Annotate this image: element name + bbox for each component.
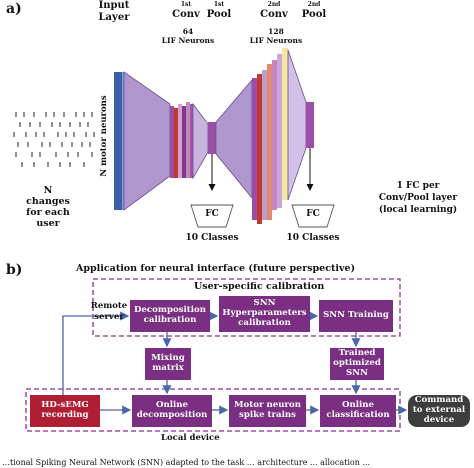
calibration-group [92, 278, 401, 337]
pool2-map [306, 102, 314, 148]
hd-semg-box: HD-sEMG recording [30, 395, 100, 427]
pool2-label: 2nd Pool [301, 1, 327, 20]
motor-neuron-spikes-box: Motor neuron spike trains [229, 395, 306, 427]
calibration-title: User-specific calibration [194, 281, 325, 292]
panel-b-title: Application for neural interface (future… [76, 263, 356, 274]
command-box: Command to external device [408, 395, 470, 427]
conv2-feature-maps [252, 48, 288, 224]
conv1-feature-maps [170, 102, 193, 178]
classes2-label: 10 Classes [286, 233, 340, 243]
caption-fragment: …tional Spiking Neural Network (SNN) ada… [2, 458, 371, 467]
online-classification-box: Online classification [320, 395, 396, 427]
classes1-label: 10 Classes [185, 233, 239, 243]
motor-neurons-label: N motor neurons [99, 95, 109, 177]
trained-snn-box: Trained optimized SNN [330, 348, 384, 380]
decomposition-calibration-box: Decomposition calibration [130, 300, 210, 332]
pool1-map [208, 122, 216, 154]
conv2-label: 2nd Conv [260, 1, 288, 20]
panel-a-label: a) [6, 1, 22, 17]
input-layer-bar [114, 72, 122, 210]
snn-training-box: SNN Training [319, 300, 393, 332]
spike-raster [13, 112, 95, 167]
panel-b-label: b) [6, 262, 23, 278]
fc1-label: FC [205, 209, 219, 219]
fc2-trapezoid [291, 204, 335, 228]
snn-calibration-box: SNN Hyperparameters calibration [219, 296, 310, 332]
local-device-label: Local device [161, 433, 220, 443]
pool1-label: 1st Pool [206, 1, 232, 20]
funnel-input-conv1 [123, 71, 171, 211]
online-decomposition-box: Online decomposition [132, 395, 212, 427]
fc2-label: FC [306, 209, 320, 219]
conv1-label: 1st Conv [172, 1, 200, 20]
fc1-trapezoid [190, 204, 234, 228]
mixing-matrix-box: Mixing matrix [145, 348, 191, 380]
